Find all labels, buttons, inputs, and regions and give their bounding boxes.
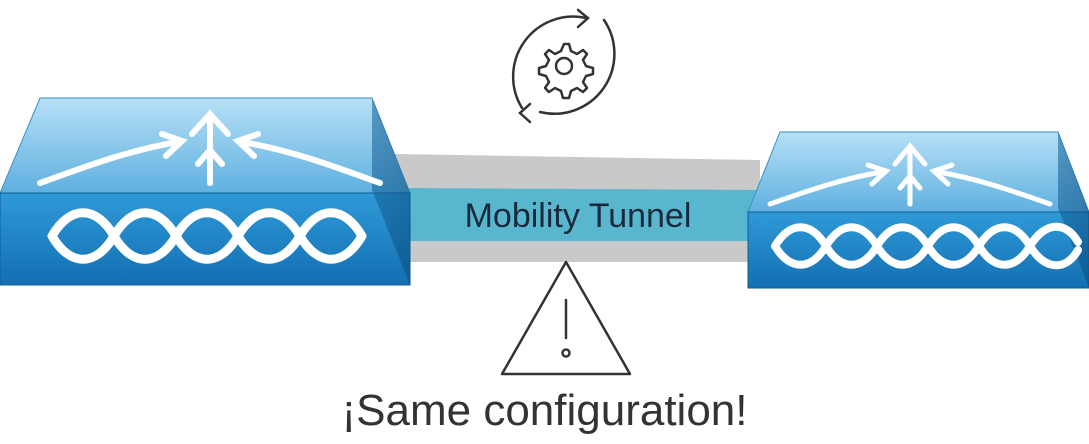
device-side-face (372, 98, 410, 285)
wireless-controller-left (0, 97, 411, 286)
device-top-face (747, 131, 1089, 213)
uplink-arrows-icon (767, 142, 1053, 207)
warning-triangle-icon (500, 260, 632, 376)
configuration-caption: ¡Same configuration! (341, 386, 748, 435)
chain-pattern-icon (771, 222, 1082, 270)
uplink-arrows-icon (37, 109, 383, 186)
sync-gear-icon (511, 8, 616, 124)
wireless-controller-right (747, 131, 1089, 289)
chain-pattern-icon (47, 208, 367, 264)
tunnel-label: Mobility Tunnel (464, 197, 692, 235)
device-front-face (0, 192, 411, 286)
device-top-face (0, 97, 411, 194)
mobility-tunnel (395, 154, 760, 262)
tunnel-core (400, 188, 760, 241)
